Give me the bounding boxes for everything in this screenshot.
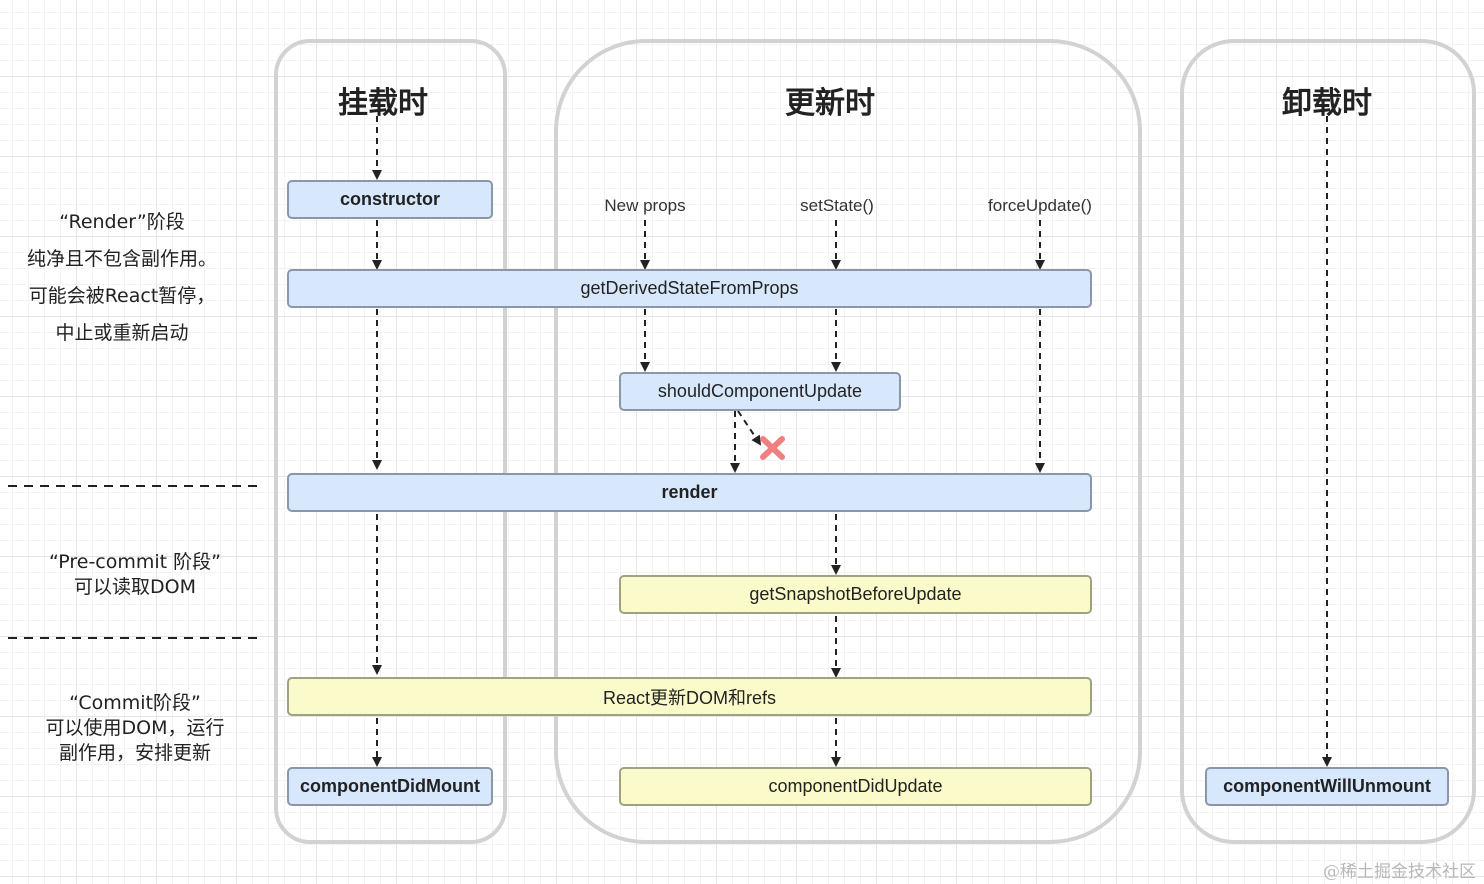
- commit-phase-description: “Commit阶段” 可以使用DOM，运行 副作用，安排更新: [20, 691, 250, 766]
- trigger-force-update: forceUpdate(): [988, 196, 1092, 215]
- render-phase-line-4: 中止或重新启动: [55, 322, 189, 344]
- render-phase-line-3: 可能会被React暂停，: [28, 285, 216, 307]
- mount-column-title: 挂载时: [338, 86, 428, 121]
- get-snapshot-box: getSnapshotBeforeUpdate: [619, 575, 1092, 614]
- render-phase-title: “Render”阶段: [59, 211, 185, 233]
- update-column-title: 更新时: [785, 86, 875, 121]
- should-component-update-box: shouldComponentUpdate: [619, 372, 901, 411]
- cancel-x-icon: [760, 436, 785, 460]
- component-did-mount-box: componentDidMount: [287, 767, 493, 806]
- react-update-dom-box: React更新DOM和refs: [287, 677, 1092, 716]
- arrow-should-to-cancel: [737, 410, 762, 446]
- unmount-column-title: 卸载时: [1282, 86, 1372, 121]
- trigger-set-state: setState(): [800, 196, 874, 215]
- precommit-phase-description: “Pre-commit 阶段” 可以读取DOM: [20, 550, 250, 600]
- commit-phase-title: “Commit阶段”: [69, 692, 201, 714]
- render-box: render: [287, 473, 1092, 512]
- update-column-container: [554, 39, 1142, 844]
- watermark: @稀土掘金技术社区: [1323, 862, 1476, 882]
- component-did-update-box: componentDidUpdate: [619, 767, 1092, 806]
- unmount-column-container: [1180, 39, 1476, 844]
- commit-phase-line-3: 副作用，安排更新: [58, 742, 211, 764]
- commit-phase-line-2: 可以使用DOM，运行: [45, 717, 225, 739]
- constructor-box: constructor: [287, 180, 493, 219]
- get-derived-state-box: getDerivedStateFromProps: [287, 269, 1092, 308]
- trigger-new-props: New props: [604, 196, 686, 215]
- precommit-phase-line-2: 可以读取DOM: [74, 576, 196, 598]
- mount-column-container: [274, 39, 507, 844]
- render-phase-description: “Render”阶段 纯净且不包含副作用。 可能会被React暂停， 中止或重新…: [8, 204, 236, 352]
- precommit-phase-title: “Pre-commit 阶段”: [48, 551, 222, 573]
- render-phase-line-2: 纯净且不包含副作用。: [26, 248, 217, 270]
- component-will-unmount-box: componentWillUnmount: [1205, 767, 1449, 806]
